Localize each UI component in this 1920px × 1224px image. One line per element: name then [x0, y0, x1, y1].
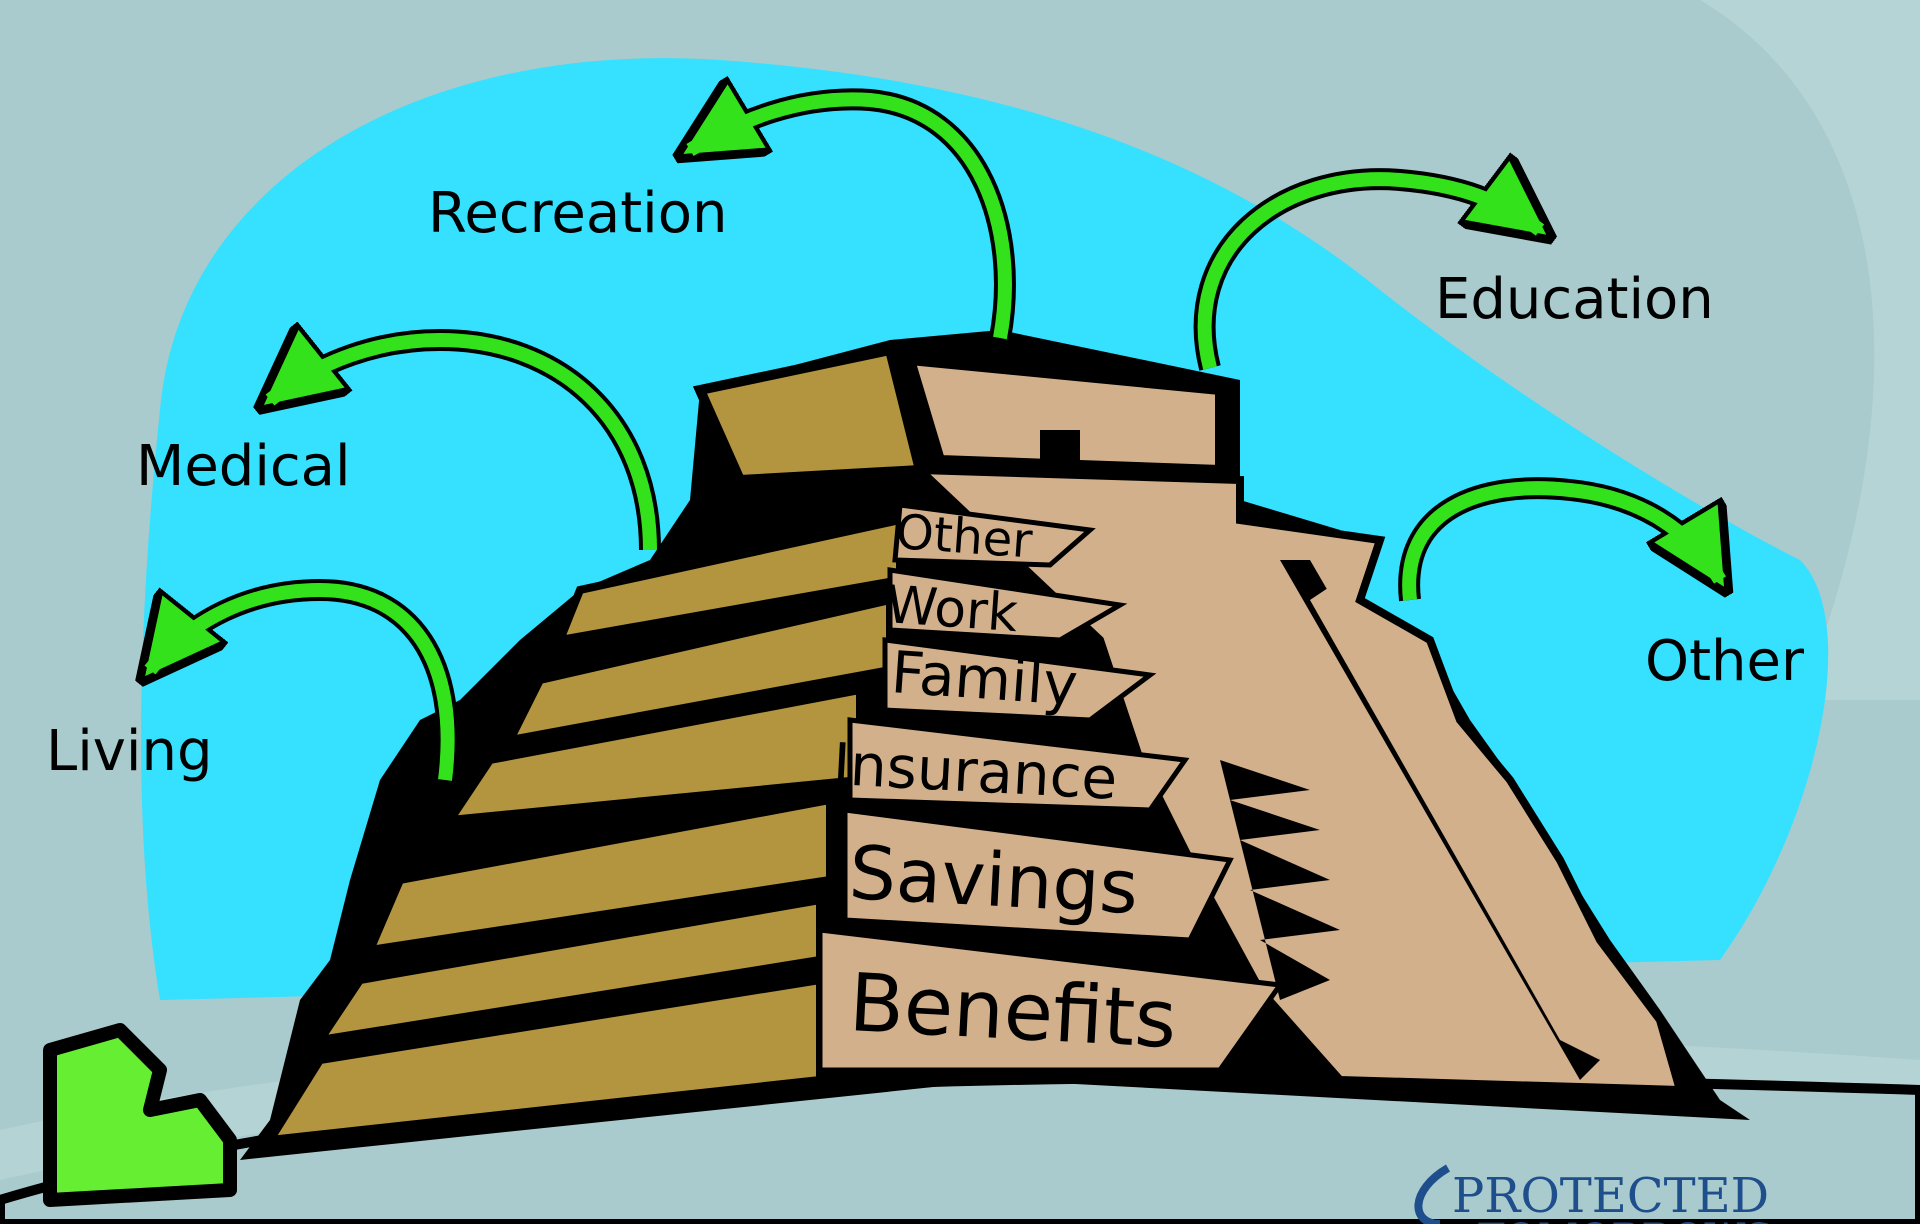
step-board-insurance	[847, 717, 1190, 813]
label-medical: Medical	[136, 434, 351, 499]
step-label-other: Other	[894, 504, 1034, 569]
background-swoosh	[1700, 0, 1920, 700]
arrow-other	[1402, 481, 1727, 601]
logo-paren-icon	[1414, 1164, 1451, 1224]
arrow-living	[144, 582, 455, 781]
step-board-family	[882, 637, 1157, 723]
logo: PROTECTED TOMORROWS	[1414, 1164, 1773, 1224]
arrow-recreation	[686, 92, 1012, 340]
step-label-savings: Savings	[847, 830, 1140, 931]
pyramid-left-face	[363, 795, 834, 956]
step-label-insurance: Insurance	[831, 730, 1119, 813]
pyramid-left-face	[311, 895, 824, 1046]
logo-line2: TOMORROWS	[1478, 1216, 1773, 1224]
label-education: Education	[1435, 267, 1714, 332]
temple-top	[903, 354, 1225, 476]
pyramid-left-face	[441, 685, 864, 825]
step-board-work	[887, 567, 1128, 643]
step-label-benefits: Benefits	[847, 956, 1179, 1066]
label-other: Other	[1645, 629, 1805, 694]
step-board-savings	[842, 807, 1234, 943]
label-living: Living	[46, 719, 213, 784]
arrow-medical	[265, 332, 657, 551]
arrow-education	[1197, 172, 1545, 370]
step-label-family: Family	[889, 638, 1080, 719]
label-recreation: Recreation	[428, 181, 727, 246]
logo-line1: PROTECTED	[1452, 1168, 1769, 1224]
spike-shadow	[1220, 760, 1340, 1000]
bush-shape	[43, 1023, 237, 1207]
step-board-benefits	[817, 927, 1285, 1073]
step-board-other	[892, 502, 1096, 568]
step-label-work: Work	[884, 575, 1020, 644]
pyramid-staircase	[1310, 580, 1600, 1060]
